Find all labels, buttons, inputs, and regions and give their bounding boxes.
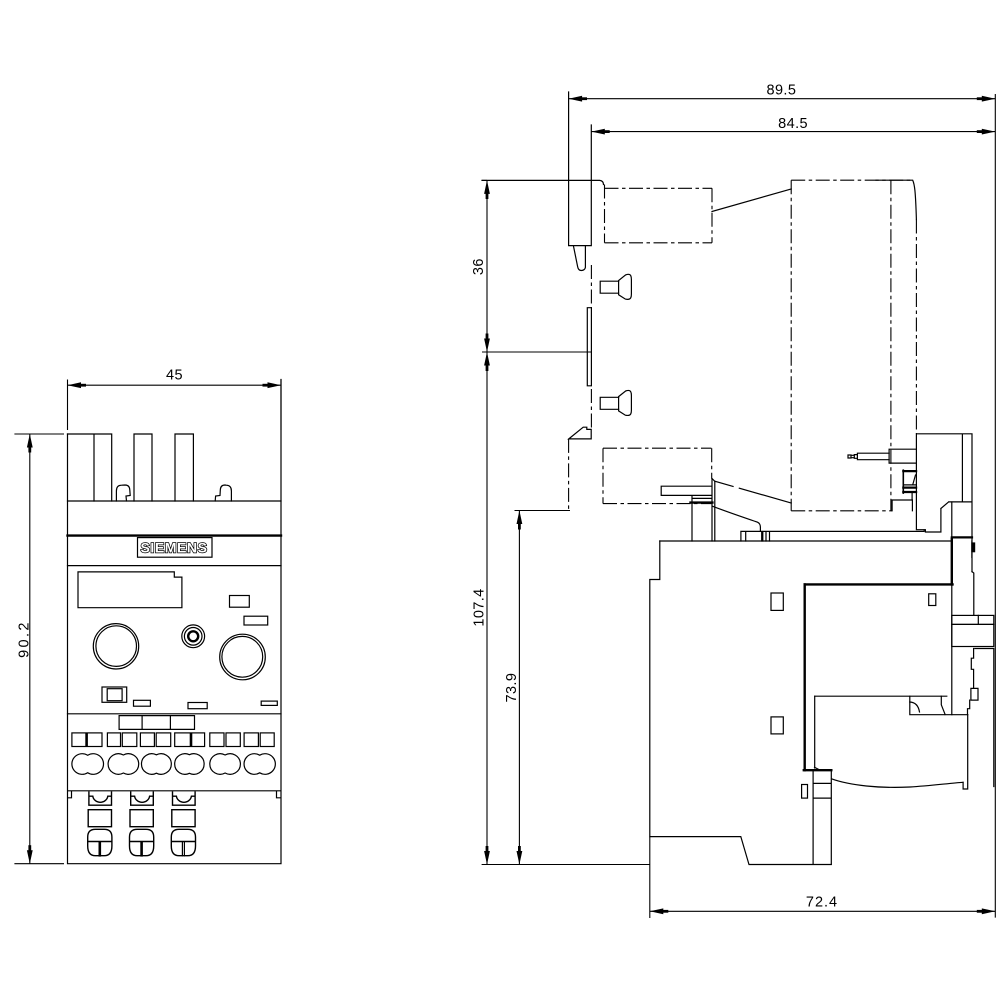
svg-text:73.9: 73.9 (504, 673, 520, 703)
svg-text:89.5: 89.5 (766, 82, 796, 98)
svg-text:107.4: 107.4 (471, 588, 487, 626)
svg-text:SIEMENS: SIEMENS (141, 539, 208, 555)
svg-text:36: 36 (471, 258, 487, 275)
svg-text:84.5: 84.5 (778, 116, 808, 132)
svg-text:45: 45 (166, 368, 183, 384)
svg-text:72.4: 72.4 (806, 895, 838, 911)
svg-text:90.2: 90.2 (17, 620, 33, 658)
